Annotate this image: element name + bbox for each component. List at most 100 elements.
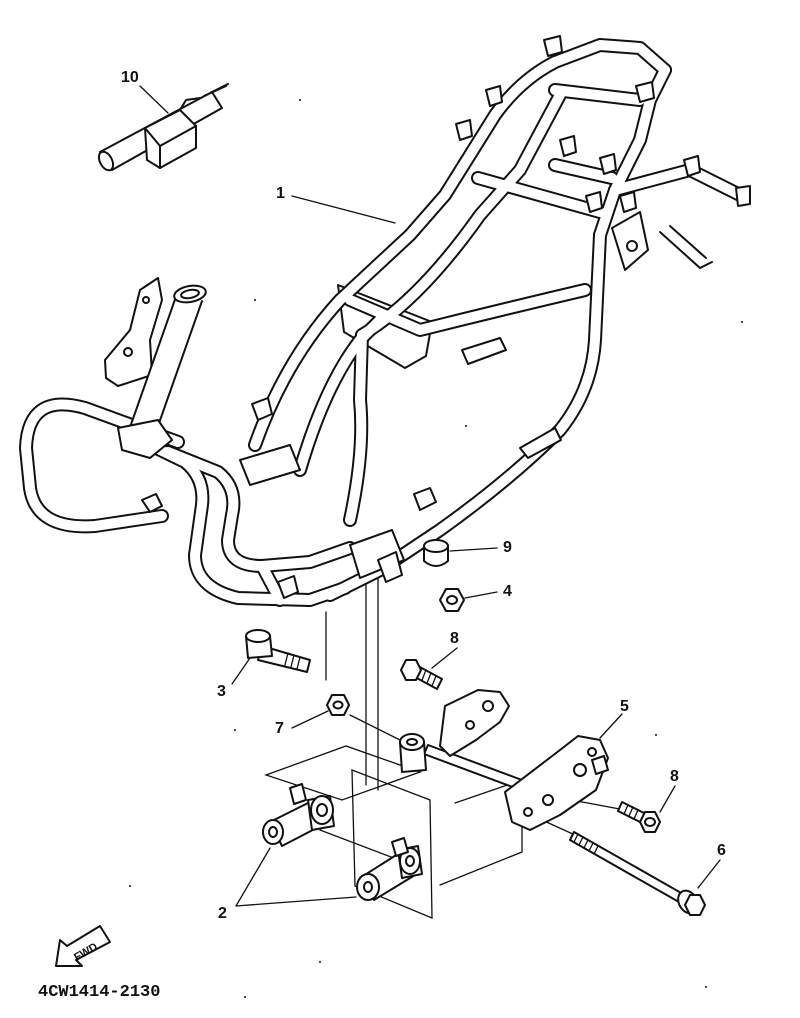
leader-line-7 bbox=[291, 710, 329, 729]
bracket-hole bbox=[587, 747, 597, 757]
callout-6: 6 bbox=[717, 842, 726, 859]
head-tube-bore bbox=[180, 288, 200, 300]
mounting-tab bbox=[735, 185, 751, 207]
link-plate-hole bbox=[482, 700, 494, 712]
bolt-head bbox=[400, 659, 422, 681]
axle-shaft bbox=[423, 744, 523, 790]
callout-4: 4 bbox=[503, 583, 512, 600]
nut-bore bbox=[332, 700, 344, 710]
link-rear-cylinder-face bbox=[310, 795, 334, 825]
front-bracket-plate bbox=[104, 277, 163, 387]
callout-8-lower: 8 bbox=[670, 768, 679, 785]
bracket-hole bbox=[542, 794, 554, 806]
leader-line-8-lower bbox=[659, 785, 676, 813]
link-front-bore bbox=[268, 826, 278, 838]
link-rear-cylinder-face bbox=[399, 847, 421, 875]
diagram-part-code: 4CW1414-2130 bbox=[38, 983, 160, 1002]
bushing-face bbox=[399, 733, 425, 751]
bolt-thread bbox=[623, 804, 639, 820]
nut-hex bbox=[439, 588, 465, 612]
head-tube-fill bbox=[128, 292, 202, 442]
mounting-tab bbox=[455, 119, 473, 141]
callout-1: 1 bbox=[276, 185, 285, 202]
mounting-tab bbox=[543, 35, 563, 57]
callout-8-upper: 8 bbox=[450, 630, 459, 647]
pivot-lug bbox=[377, 551, 403, 583]
bolt-head bbox=[639, 811, 661, 833]
mount-link-part-2-left bbox=[262, 783, 335, 847]
mounting-tab bbox=[141, 493, 163, 513]
link-stud bbox=[289, 783, 307, 805]
engine-mount-link-plate bbox=[399, 689, 523, 790]
leader-line-4 bbox=[464, 591, 498, 599]
reference-plane-center bbox=[351, 769, 433, 919]
link-rear-bore bbox=[405, 855, 415, 867]
forward-direction-arrow: FWD bbox=[55, 925, 111, 967]
bolt-part-3 bbox=[245, 629, 311, 673]
link-tab bbox=[391, 837, 409, 857]
callout-2: 2 bbox=[218, 905, 227, 922]
bracket-hole bbox=[573, 763, 587, 777]
callout-9: 9 bbox=[503, 539, 512, 556]
bushing-bore bbox=[406, 738, 418, 746]
bolt-thread bbox=[284, 652, 301, 670]
callout-3: 3 bbox=[217, 683, 226, 700]
callout-10: 10 bbox=[121, 69, 139, 86]
clamp-block bbox=[144, 109, 197, 169]
reference-plane-left bbox=[264, 745, 422, 801]
nut-hex bbox=[326, 694, 350, 716]
rear-lower-bracket bbox=[659, 231, 713, 269]
link-plate-hole bbox=[465, 720, 475, 730]
mounting-tab bbox=[619, 191, 637, 213]
leader-line-10 bbox=[139, 85, 169, 114]
bracket-hole bbox=[142, 296, 150, 304]
damper-part-9 bbox=[423, 539, 449, 567]
leader-line-2a bbox=[235, 847, 271, 907]
leader-line-2b bbox=[235, 896, 357, 907]
bolt-washer bbox=[644, 817, 656, 827]
bracket-part-5 bbox=[504, 735, 609, 831]
leader-line-1 bbox=[291, 195, 396, 224]
frame-mounting-tabs bbox=[141, 35, 751, 599]
mounting-tab bbox=[251, 397, 273, 421]
link-front-bushing bbox=[356, 873, 380, 901]
center-mount-block bbox=[349, 529, 405, 579]
mounting-tab bbox=[559, 135, 577, 157]
side-bracket bbox=[519, 427, 562, 459]
harness-wire bbox=[203, 83, 229, 97]
clamp-block-edge bbox=[144, 125, 197, 169]
bracket-hole bbox=[523, 807, 533, 817]
bolt-part-6 bbox=[569, 831, 706, 916]
nut-bore bbox=[446, 595, 458, 605]
nut-part-7 bbox=[326, 694, 350, 716]
mounting-tab bbox=[585, 191, 603, 213]
leader-line-9 bbox=[449, 547, 498, 552]
head-tube-top bbox=[173, 284, 207, 304]
fwd-arrow-icon bbox=[55, 925, 111, 967]
harness-sleeve-end bbox=[97, 150, 115, 172]
link-front-bore bbox=[363, 881, 373, 893]
callout-5: 5 bbox=[620, 698, 629, 715]
bolt-thread bbox=[421, 669, 437, 687]
mounting-tab bbox=[635, 81, 655, 103]
leader-lines bbox=[139, 85, 721, 907]
bolt-head bbox=[684, 894, 706, 916]
link-front-bushing bbox=[262, 819, 284, 845]
bolt-part-8-lower bbox=[617, 801, 661, 833]
bolt-part-8-upper bbox=[400, 659, 443, 690]
center-bracket bbox=[461, 337, 507, 365]
bracket-collar bbox=[591, 755, 609, 775]
rear-lower-bracket bbox=[669, 225, 707, 259]
bolt-head-top bbox=[245, 629, 271, 643]
scan-specks bbox=[129, 99, 743, 998]
mounting-tab bbox=[413, 487, 437, 511]
harness-wire bbox=[179, 97, 201, 111]
lower-cross-plate bbox=[239, 444, 301, 486]
bracket-hole bbox=[123, 347, 133, 357]
bolt-thread bbox=[573, 833, 599, 855]
mount-link-part-2-right bbox=[356, 837, 423, 901]
bracket-plate bbox=[504, 735, 609, 831]
mounting-tab bbox=[277, 575, 299, 599]
